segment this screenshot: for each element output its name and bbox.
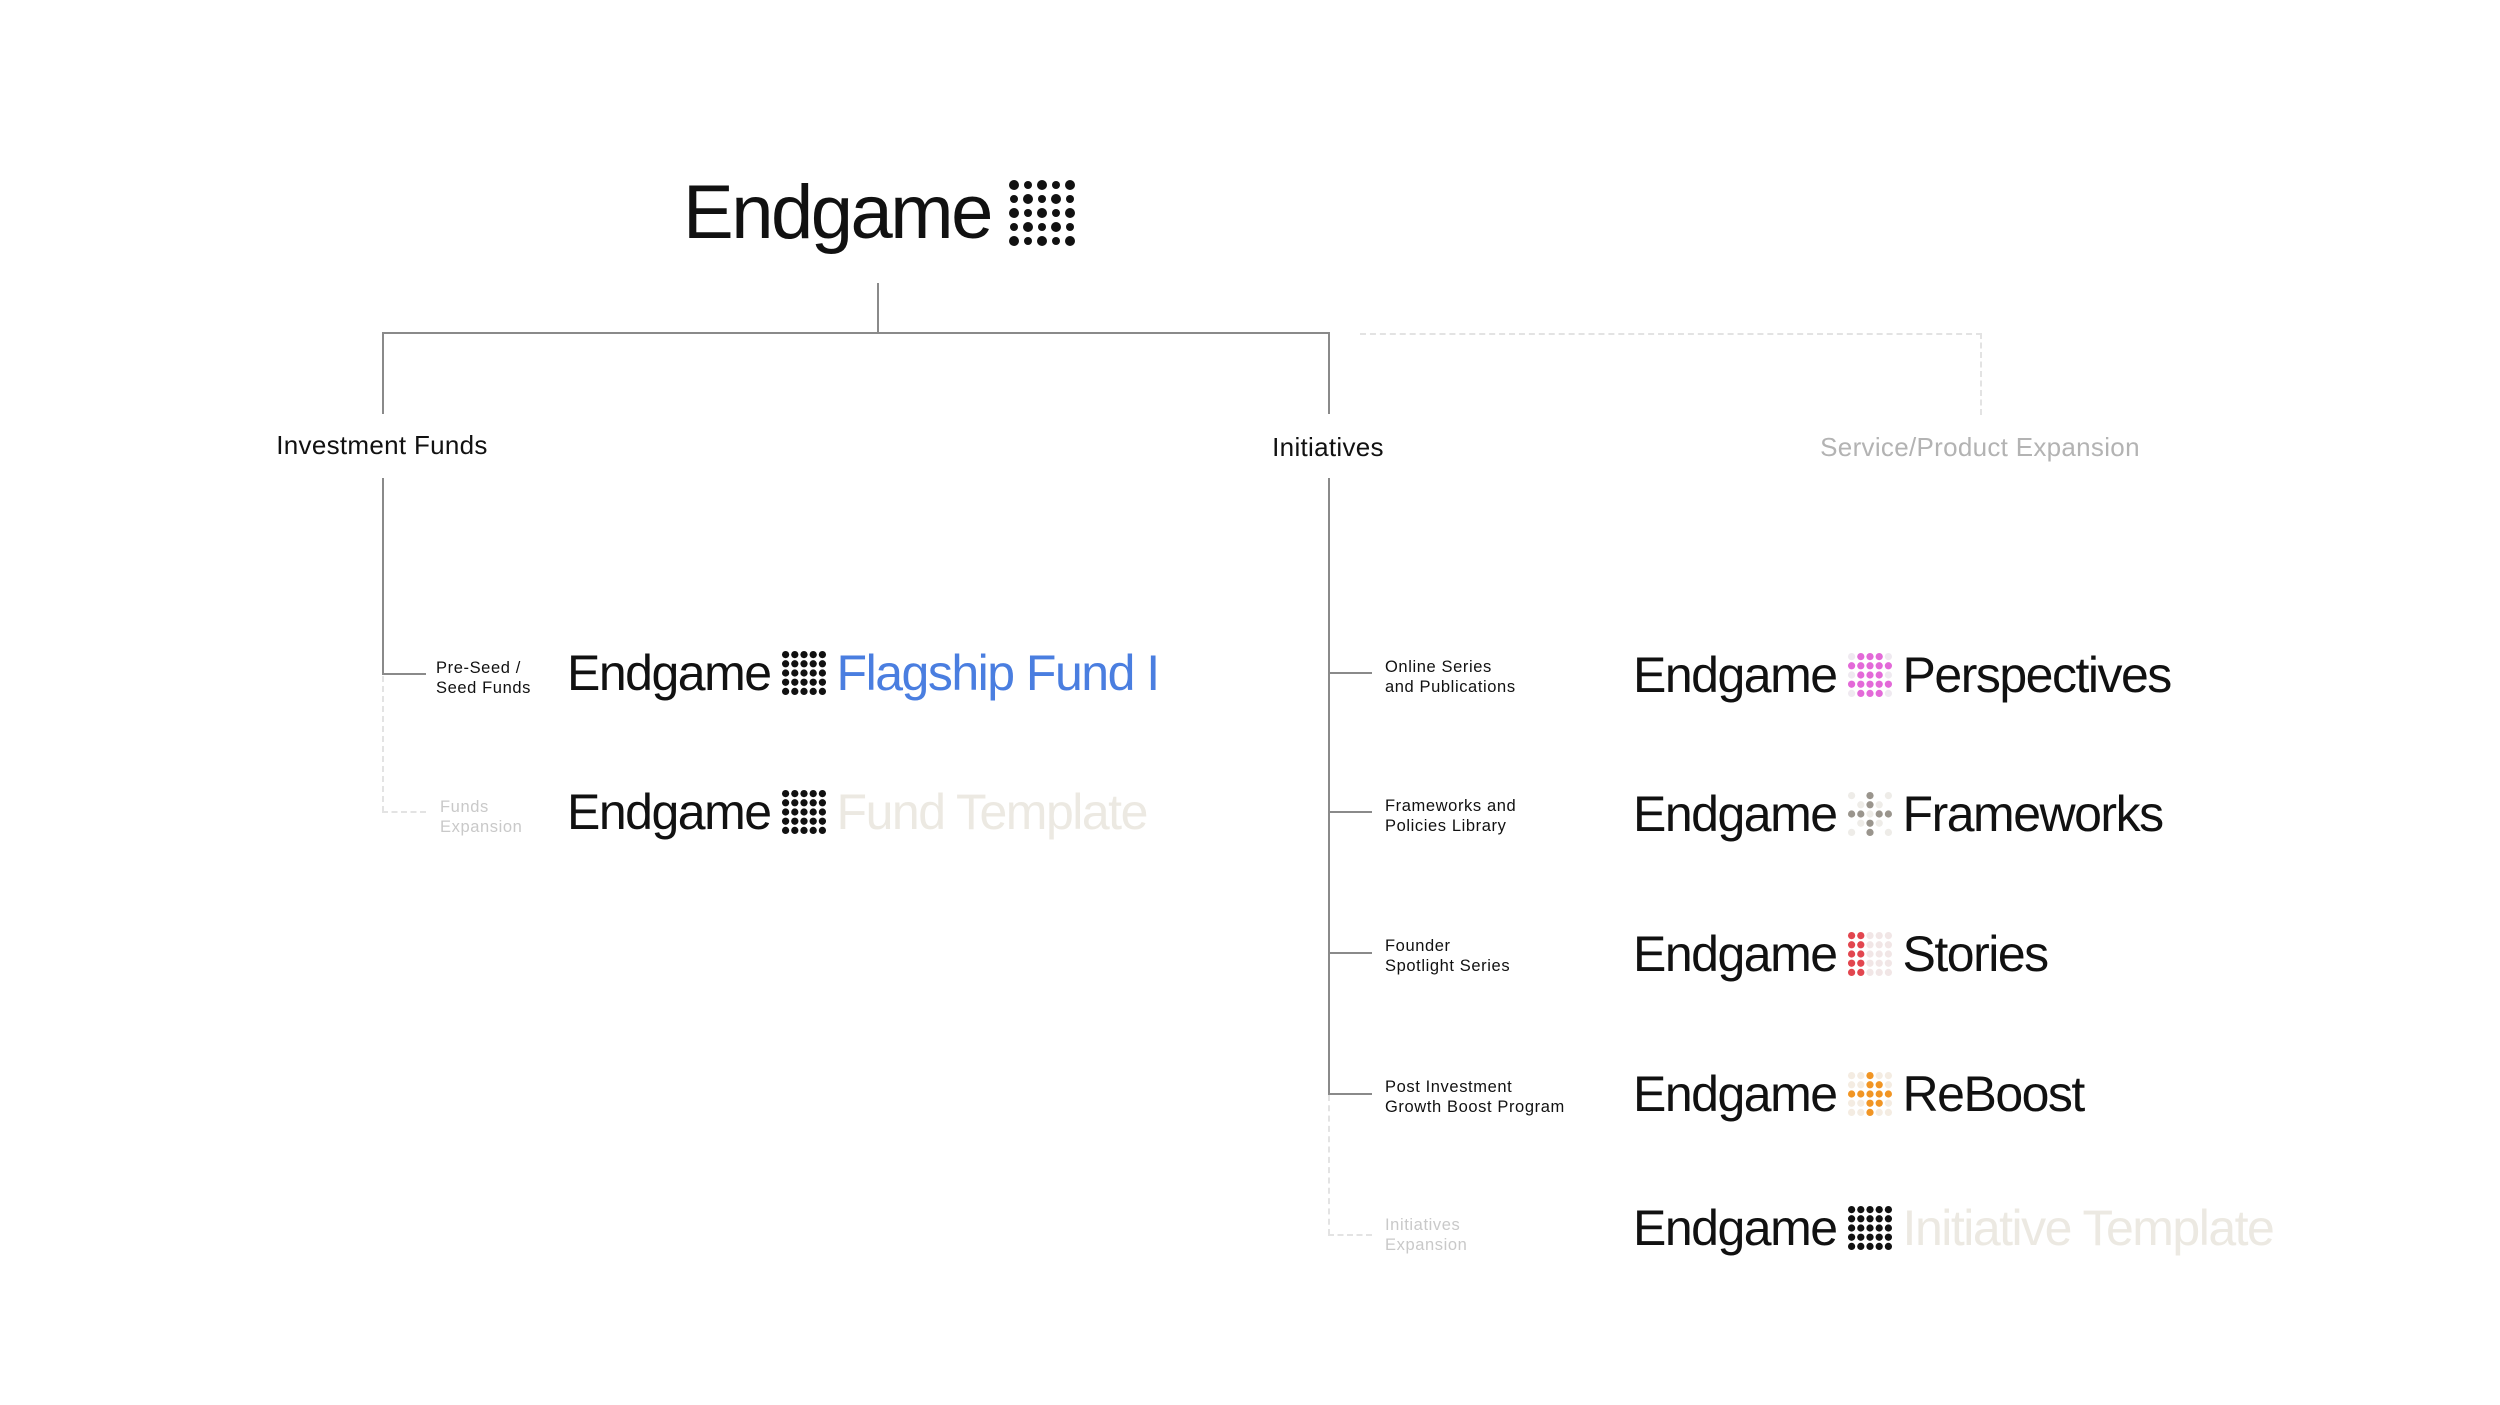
- reboost-logo: Endgame ReBoost: [1633, 1065, 2086, 1122]
- initiative-label-growth-boost: Post Investment Growth Boost Program: [1385, 1078, 1565, 1116]
- initiative-template-suffix: Initiative Template: [1902, 1199, 2275, 1256]
- perspectives-logo: Endgame Perspectives: [1633, 646, 2173, 703]
- brand-wordmark: Endgame: [1633, 1199, 1838, 1256]
- brand-wordmark: Endgame: [683, 170, 993, 255]
- category-investment-funds: Investment Funds: [276, 430, 488, 460]
- funds-tick-dashed-line-2: [382, 811, 426, 813]
- frameworks-logo: Endgame Frameworks: [1633, 785, 2165, 842]
- brand-wordmark: Endgame: [1633, 925, 1838, 982]
- gray-dot-diamond-icon: [1847, 791, 1892, 836]
- frameworks-suffix: Frameworks: [1902, 785, 2165, 842]
- pink-dot-grid-icon: [1847, 652, 1892, 697]
- expansion-drop-dashed-line: [1980, 333, 1982, 415]
- fund-template-suffix: Fund Template: [836, 783, 1149, 840]
- endgame-main-logo: Endgame: [683, 171, 1077, 255]
- initiative-label-expansion: Initiatives Expansion: [1385, 1216, 1468, 1254]
- flagship-fund-logo: Endgame Flagship Fund I: [567, 644, 1161, 701]
- brand-wordmark: Endgame: [1633, 646, 1838, 703]
- stories-logo: Endgame Stories: [1633, 925, 2050, 982]
- orange-dot-arrow-icon: [1847, 1071, 1892, 1116]
- stories-suffix: Stories: [1902, 925, 2050, 982]
- brand-wordmark: Endgame: [567, 783, 772, 840]
- category-service-product-expansion: Service/Product Expansion: [1820, 432, 2140, 462]
- initiatives-tick-line-2: [1328, 811, 1372, 813]
- initiatives-drop-line: [1328, 332, 1330, 414]
- initiatives-trunk-line: [1328, 478, 1330, 1095]
- initiatives-tick-line-3: [1328, 952, 1372, 954]
- dot-grid-icon: [1008, 180, 1075, 246]
- brand-wordmark: Endgame: [1633, 1065, 1838, 1122]
- funds-trunk-line: [382, 478, 384, 675]
- reboost-suffix: ReBoost: [1902, 1065, 2086, 1122]
- category-initiatives: Initiatives: [1272, 432, 1384, 462]
- funds-trunk-dashed-line: [382, 676, 384, 812]
- dot-grid-icon: [781, 650, 826, 695]
- funds-tick-line-1: [382, 673, 426, 675]
- funds-drop-line: [382, 332, 384, 414]
- initiatives-tick-dashed-line-5: [1328, 1234, 1372, 1236]
- root-stem-line: [877, 283, 879, 332]
- initiatives-tick-line-4: [1328, 1093, 1372, 1095]
- dot-grid-icon: [1847, 1205, 1892, 1250]
- initiatives-trunk-dashed-line: [1328, 1095, 1330, 1235]
- top-branch-line: [382, 332, 1330, 334]
- perspectives-suffix: Perspectives: [1902, 646, 2173, 703]
- fund-template-logo: Endgame Fund Template: [567, 783, 1149, 840]
- brand-wordmark: Endgame: [567, 644, 772, 701]
- initiative-label-online-series: Online Series and Publications: [1385, 658, 1516, 696]
- red-dot-column-icon: [1847, 931, 1892, 976]
- initiative-label-frameworks-library: Frameworks and Policies Library: [1385, 797, 1517, 835]
- initiative-template-logo: Endgame Initiative Template: [1633, 1199, 2275, 1256]
- initiatives-tick-line-1: [1328, 672, 1372, 674]
- fund-label-expansion: Funds Expansion: [440, 798, 523, 836]
- dot-grid-icon: [781, 789, 826, 834]
- flagship-fund-suffix: Flagship Fund I: [836, 644, 1161, 701]
- fund-label-pre-seed: Pre-Seed / Seed Funds: [436, 659, 531, 697]
- initiative-label-founder-spotlight: Founder Spotlight Series: [1385, 937, 1511, 975]
- expansion-branch-dashed-line: [1360, 333, 1982, 335]
- brand-wordmark: Endgame: [1633, 785, 1838, 842]
